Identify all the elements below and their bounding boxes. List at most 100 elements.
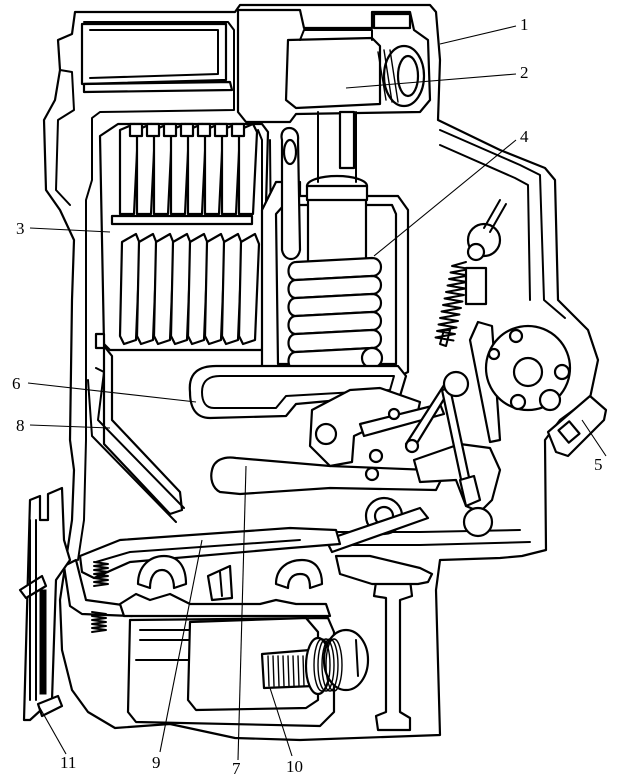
knob-hole-2 xyxy=(553,363,571,381)
leader-10 xyxy=(269,687,293,757)
screw-coil-turn xyxy=(313,638,331,692)
label-8: 8 xyxy=(16,416,25,435)
lower-spring-coil xyxy=(91,611,107,633)
top-terminal xyxy=(236,8,432,124)
toggle-knob xyxy=(484,324,608,458)
arc-plate-upper xyxy=(135,122,157,216)
housing-left-lip xyxy=(55,69,75,206)
arc-runner-strip xyxy=(87,367,185,523)
leader-3 xyxy=(29,227,111,233)
label-1: 1 xyxy=(520,15,529,34)
arc-plate-cap xyxy=(145,122,161,138)
label-7: 7 xyxy=(232,759,241,778)
leader-11 xyxy=(39,707,67,755)
arc-chute xyxy=(98,122,273,361)
knob-hole-3 xyxy=(509,393,527,411)
arc-runner-tab xyxy=(94,332,106,350)
arc-plate-cap xyxy=(213,122,229,138)
toggle-pin xyxy=(368,448,384,464)
terminal-clamp-top xyxy=(299,29,373,41)
leader-lines xyxy=(27,25,607,761)
leader-9 xyxy=(159,539,203,753)
label-4: 4 xyxy=(520,127,529,146)
lower-spring-lower xyxy=(91,611,107,633)
knurl-line xyxy=(287,655,290,687)
trip-link-bar xyxy=(358,402,446,438)
upper-left-shelf xyxy=(82,80,234,94)
upper-left-box-inner xyxy=(89,29,219,79)
leader-5 xyxy=(581,419,607,457)
knob-hole-5 xyxy=(538,388,562,412)
coil-windings xyxy=(287,256,383,372)
right-latch-roller xyxy=(462,506,494,538)
arc-plate-cap xyxy=(196,122,212,138)
trip-mechanism xyxy=(210,370,502,554)
arc-plate-lower xyxy=(118,232,142,346)
adjust-screw-coils xyxy=(313,638,343,692)
leader-7 xyxy=(237,465,247,761)
arc-plate-lower xyxy=(152,232,176,346)
knurl-line xyxy=(302,655,305,687)
trip-link-rivet xyxy=(387,407,401,421)
contact-arm-pivot xyxy=(314,422,338,446)
lower-spring-upper xyxy=(93,561,109,587)
label-5: 5 xyxy=(594,455,603,474)
screw-coil-turn xyxy=(321,638,339,692)
trip-rod-head xyxy=(442,370,470,398)
arc-plate-lower xyxy=(220,232,244,346)
trip-rod-clip xyxy=(458,474,482,508)
terminal-top-tab xyxy=(372,12,412,30)
label-2: 2 xyxy=(520,63,529,82)
arc-chute-lower-plates xyxy=(118,232,261,346)
latch-lever xyxy=(210,456,444,496)
arc-plate-lower xyxy=(203,232,227,346)
upper-left-compartment xyxy=(80,22,234,94)
leader-8 xyxy=(29,424,111,429)
arc-chute-divider xyxy=(110,214,254,226)
chamber-loop-inner xyxy=(201,375,395,409)
solenoid-assembly xyxy=(260,110,410,380)
bottom-terminal-edge xyxy=(29,519,37,701)
leader-1 xyxy=(439,25,517,45)
knurl-line xyxy=(292,655,295,687)
bottom-terminal-clip xyxy=(18,574,48,600)
solenoid-cap-body xyxy=(305,184,369,202)
bottom-terminal xyxy=(18,486,72,722)
arc-plate-cap xyxy=(128,122,144,138)
terminal-clamp-block xyxy=(284,36,382,110)
arc-plate-cap xyxy=(179,122,195,138)
trip-spring-end xyxy=(439,329,451,347)
lower-arm xyxy=(324,506,430,554)
label-6: 6 xyxy=(12,374,21,393)
lower-spring-coil xyxy=(93,561,109,587)
housing-right-channel xyxy=(439,129,566,319)
trip-spring-rod-a-end xyxy=(404,438,420,454)
label-11: 11 xyxy=(60,753,76,772)
bottom-terminal-foot xyxy=(36,694,64,718)
spring-upper-block xyxy=(464,266,488,306)
solenoid-stem-guide xyxy=(338,110,356,170)
armature-hook-eye xyxy=(282,138,298,166)
label-3: 3 xyxy=(16,219,25,238)
knurl-line xyxy=(267,655,270,687)
leader-2 xyxy=(345,73,517,89)
arc-plate-cap xyxy=(162,122,178,138)
housing-inner-wall xyxy=(77,21,235,561)
knurl-line xyxy=(297,655,300,687)
spring-anchor-inner xyxy=(466,242,486,262)
arc-plate-cap xyxy=(230,122,246,138)
clamp-screw-slot xyxy=(396,54,420,98)
arc-plate-upper xyxy=(169,122,191,216)
arc-plate-upper xyxy=(186,122,208,216)
center-block-lines xyxy=(219,571,223,597)
toggle-handle xyxy=(546,394,608,458)
screw-coil-turn xyxy=(325,638,343,692)
solenoid-stem xyxy=(317,111,357,183)
upper-cam-left xyxy=(136,554,188,590)
callout-labels: 1 2 3 4 5 6 7 8 9 10 11 xyxy=(12,15,603,778)
adjust-screw-slot xyxy=(355,639,359,677)
screw-coil-turn xyxy=(317,638,335,692)
lower-right-bracket xyxy=(334,554,434,586)
arc-plate-upper xyxy=(237,122,259,216)
